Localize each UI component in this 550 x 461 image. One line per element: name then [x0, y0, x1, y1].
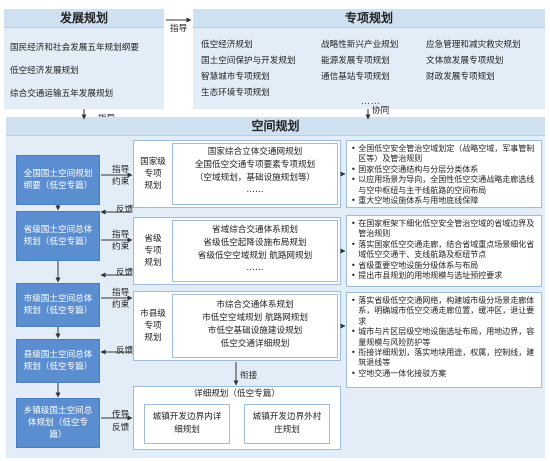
county-plan-box: 县级国土空间总体规划（低空专篇）: [16, 339, 100, 383]
detail-plan-outside: 城镇开发边界外村庄规划: [244, 404, 330, 444]
bullet-dot: •: [351, 348, 359, 358]
city-bullets-box: • 落实省级低空交通网络，构建城市级分场景走廊体系，明确城市低空交通走廊位置，缓…: [346, 292, 542, 388]
bullet-dot: •: [351, 164, 359, 174]
feedback-label-3: 反馈: [116, 346, 134, 356]
bullet-dot: •: [351, 175, 359, 185]
constraint-label-2: 约束: [112, 242, 130, 252]
provincial-level-title: 省级 专项 规划: [144, 234, 162, 268]
bullet-dot: •: [351, 271, 359, 281]
city-line: 市综合交通体系规划: [216, 300, 294, 310]
national-bullets-box: • 全国低空安全管治空域划定（战略空域，军事管制区等）及管治规则 • 国家低空交…: [346, 140, 542, 208]
special-plan-item: 通信基站专项规划: [321, 72, 390, 82]
city-level-title: 市县级 专项 规划: [140, 309, 166, 343]
provincial-bullet: 省级重要空地设施分级体系与布局: [358, 260, 479, 270]
special-plan-item: 低空经济规划: [201, 40, 253, 50]
provincial-line: 省级低空起降设施布局规划: [203, 238, 307, 248]
special-plan-item: 生态环境专项规划: [201, 88, 270, 98]
city-bullet: 城市与片区层级空地设施选址布局，用地边界，容量规模与风险防护等: [358, 327, 535, 347]
city-line: 市低空空域规划 航路网规划: [202, 313, 308, 323]
guide-label-2: 指导: [112, 230, 130, 240]
dev-plan-title: 发展规划: [4, 9, 164, 28]
national-level-title: 国家级 专项 规划: [140, 157, 166, 191]
dev-plan-item: 国民经济和社会发展五年规划纲要: [10, 43, 139, 53]
national-bullet: 国家低空交通结构与分层分类体系: [358, 164, 479, 174]
city-bullet: 落实省级低空交通网络，构建城市级分场景走廊体系，明确城市低空交通走廊位置，缓冲区…: [358, 296, 535, 326]
constraint-label-1: 约束: [112, 177, 130, 187]
provincial-bullets-box: • 在国家框架下细化低空安全管治空域的省域边界及管治规则 • 落实国家低空交通走…: [346, 215, 542, 287]
provincial-level-inner: 省域综合交通体系规划 省级低空起降设施布局规划 省级低空空域规划 航路网规划 ……: [172, 220, 338, 282]
national-bullet: 以应用场景为导向，全国性低空交通战略走廊选线与空中枢纽与主干线航路的空间布局: [358, 175, 535, 195]
national-line: ……: [246, 185, 264, 195]
constraint-label-3: 约束: [112, 300, 130, 310]
guide-label-3: 指导: [112, 288, 130, 298]
detail-plan-title: 详细规划（低空专篇）: [194, 389, 280, 399]
feedback-label-2: 反馈: [116, 268, 134, 278]
city-line: 市低空基础设施建设规划: [207, 326, 303, 336]
provincial-plan-box: 省级国土空间总体规划（低空专篇）: [16, 211, 100, 261]
city-plan-box: 市级国土空间总体规划（低空专篇）: [16, 283, 100, 327]
transmit-label-4: 传导: [112, 410, 130, 420]
special-plan-item: 战略性新兴产业规划: [321, 40, 399, 50]
city-line: 低空交通详细规划: [220, 339, 290, 349]
national-line: 全国低空交通专项要素专项规划: [194, 160, 316, 170]
township-plan-box: 乡镇级国土空间总体规划（低空专篇）: [16, 398, 100, 448]
special-plan-panel: 专项规划 低空经济规划 国土空间保护与开发规划 智慧城市专项规划 生态环境专项规…: [193, 9, 545, 109]
special-plan-item: 国土空间保护与开发规划: [201, 56, 296, 66]
special-plan-title: 专项规划: [193, 9, 545, 28]
national-line: （空域规划，基础设施规划等）: [194, 173, 316, 183]
provincial-bullet: 在国家框架下细化低空安全管治空域的省域边界及管治规则: [358, 219, 535, 239]
detail-plan-inside: 城镇开发边界内详细规划: [144, 404, 230, 444]
national-line: 国家综合立体交通网规划: [207, 147, 303, 157]
feedback-label-1: 反馈: [116, 205, 134, 215]
bullet-dot: •: [351, 327, 359, 337]
bullet-dot: •: [351, 260, 359, 270]
city-level-inner: 市综合交通体系规划 市低空空域规划 航路网规划 市低空基础设施建设规划 低空交通…: [172, 294, 338, 358]
dev-plan-item: 综合交通运输五年发展规划: [10, 89, 114, 99]
national-bullet: 重大空地设施体系与用地底线保障: [358, 196, 479, 206]
dev-plan-panel: 发展规划 国民经济和社会发展五年规划纲要 低空经济发展规划 综合交通运输五年发展…: [4, 9, 164, 109]
special-plan-item: 智慧城市专项规划: [201, 72, 270, 82]
bullet-dot: •: [351, 296, 359, 305]
provincial-line: 省域综合交通体系规划: [212, 225, 298, 235]
guide-label-top: 指导: [170, 24, 188, 34]
bullet-dot: •: [351, 196, 359, 206]
special-plan-item: 财政发展专项规划: [426, 72, 495, 82]
connect-label: 衔接: [240, 371, 258, 381]
city-bullet: 空地交通一体化接驳方案: [358, 368, 447, 378]
special-plan-ellipsis: ……: [361, 97, 381, 107]
national-level-inner: 国家综合立体交通网规划 全国低空交通专项要素专项规划 （空域规划，基础设施规划等…: [172, 143, 338, 205]
city-bullet: 衔接详细规划，落实地块用途，权属，控制线，建筑退线等: [358, 348, 535, 368]
national-plan-box: 全国国土空间规划纲要（低空专篇）: [16, 155, 100, 205]
provincial-line: ……: [246, 263, 264, 273]
feedback-label-4: 反馈: [112, 423, 130, 433]
bullet-dot: •: [351, 239, 359, 249]
special-plan-item: 应急管理和减灾救灾规划: [426, 40, 521, 50]
dev-plan-item: 低空经济发展规划: [10, 66, 79, 76]
guide-label-1: 指导: [112, 165, 130, 175]
coordinate-label: 协同: [372, 106, 390, 116]
spatial-plan-title: 空间规划: [6, 117, 545, 136]
bullet-dot: •: [351, 144, 359, 153]
special-plan-item: 文体旅发展专项规划: [426, 56, 504, 66]
bullet-dot: •: [351, 368, 359, 378]
provincial-line: 省级低空空域规划 航路网规划: [197, 251, 313, 261]
provincial-bullet: 提出市县规划的用地规模与选址预控要求: [358, 271, 503, 281]
bullet-dot: •: [351, 219, 359, 228]
national-bullet: 全国低空安全管治空域划定（战略空域，军事管制区等）及管治规则: [358, 144, 535, 164]
special-plan-item: 能源发展专项规划: [321, 56, 390, 66]
provincial-bullet: 落实国家低空交通走廊，结合省域重点场景细化省域低空交通干、支线航路及枢纽节点: [358, 239, 535, 260]
